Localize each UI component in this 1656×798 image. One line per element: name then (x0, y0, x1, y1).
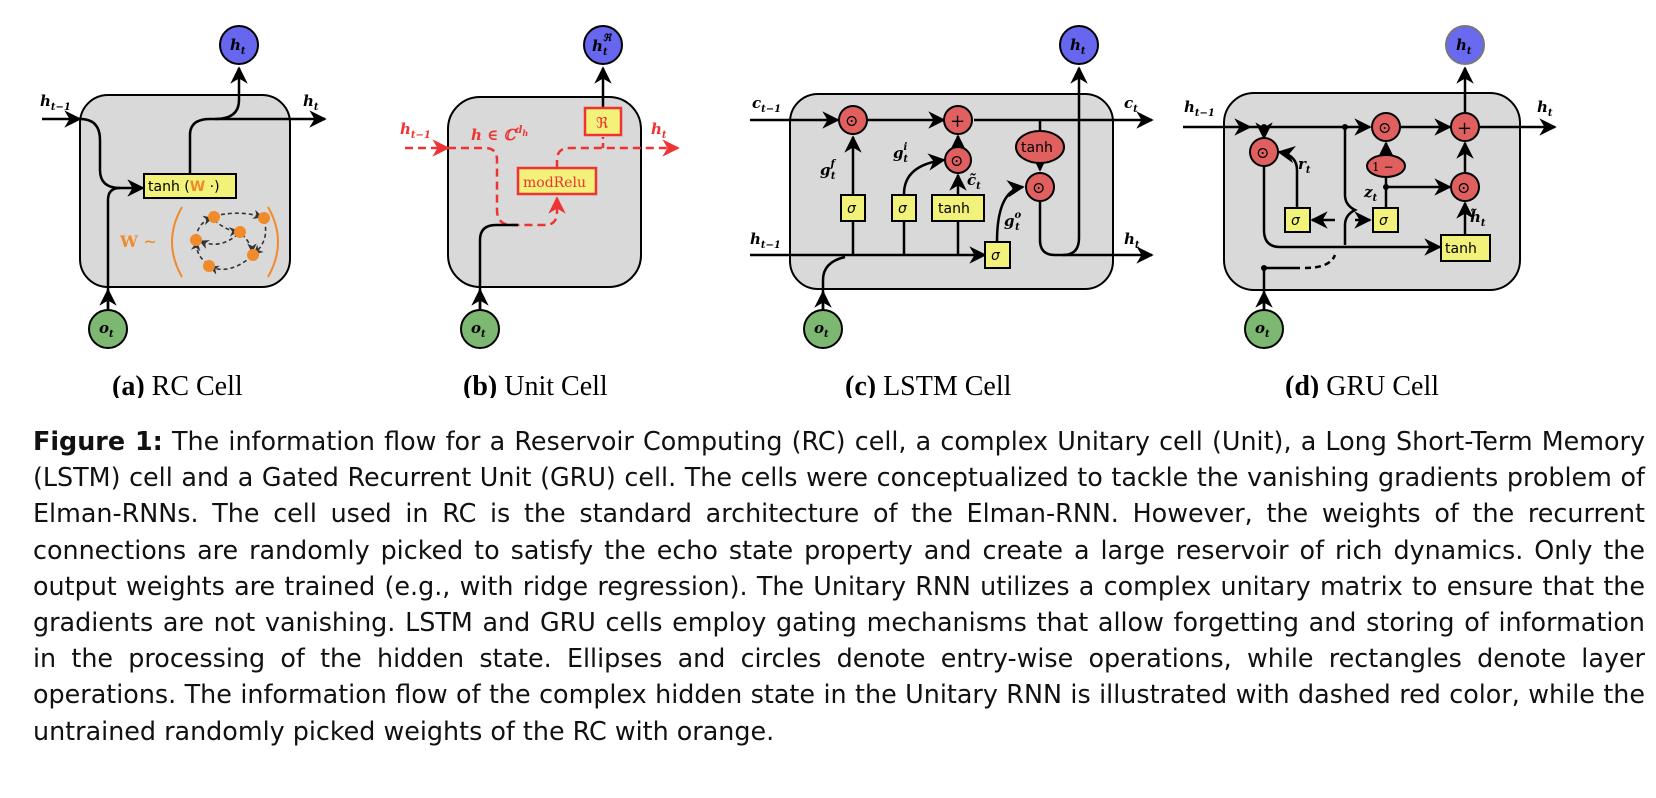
svg-text:ot: ot (1255, 319, 1270, 340)
c-in-label: ct−1 (752, 94, 781, 115)
one-minus-ellipse (1366, 154, 1406, 178)
panel-gru-cell: ⊙ ⊙ + ⊙ 1 − σ σ tanh ht−1 ht rt zt h̃t h… (1183, 25, 1557, 398)
real-part-box (583, 106, 623, 137)
svg-text:ht: ht (230, 36, 246, 57)
svg-text:hℜt: hℜt (592, 33, 613, 58)
svg-text:σ: σ (1291, 213, 1301, 229)
svg-text:σ: σ (1379, 213, 1389, 229)
tanh-ellipse (1015, 130, 1065, 164)
caption-label: Figure 1: (33, 426, 163, 456)
modrelu-box (516, 166, 598, 196)
caption-text: The information flow for a Reservoir Com… (33, 426, 1645, 746)
input-multiply-node (944, 146, 972, 174)
sigma-update-box (1372, 207, 1399, 233)
h-node (219, 25, 259, 65)
tanh-layer-box (143, 173, 237, 199)
candidate-label: h̃t (1470, 208, 1486, 229)
reset-gate-label: rt (1298, 155, 1311, 176)
h-out-label: ht (1537, 98, 1553, 119)
candidate-multiply-node (1450, 172, 1480, 202)
complex-space-label: h ∈ ℂdh (471, 125, 528, 144)
output-multiply-node (1025, 172, 1055, 202)
svg-text:ot: ot (814, 319, 829, 340)
panel-d-caption: (d) GRU Cell (1285, 371, 1439, 398)
panel-b-caption: (b) Unit Cell (463, 371, 608, 398)
reset-multiply-node (1249, 137, 1279, 167)
o-node (460, 309, 500, 349)
svg-text:⊙: ⊙ (1032, 178, 1045, 197)
tanh-candidate-box (1440, 234, 1491, 262)
o-node (1244, 309, 1284, 349)
forget-multiply-node (838, 105, 868, 135)
h-out-label: ht (303, 92, 319, 113)
svg-text:tanh: tanh (1445, 241, 1477, 257)
svg-text:⊙: ⊙ (845, 111, 858, 130)
o-node (803, 309, 843, 349)
figure-diagrams: tanh (W ·) W ∼ ht−1 ht ht ot (a) RC Ce (40, 25, 1557, 398)
h-in-label: ht−1 (750, 230, 781, 251)
update-gate-label: zt (1363, 183, 1378, 204)
svg-text:tanh: tanh (938, 201, 970, 217)
svg-text:σ: σ (898, 201, 908, 217)
svg-text:⊙: ⊙ (1256, 143, 1269, 162)
panel-c-caption: (c) LSTM Cell (845, 371, 1012, 398)
panel-rc-cell: tanh (W ·) W ∼ ht−1 ht ht ot (a) RC Ce (40, 25, 327, 398)
svg-text:⊙: ⊙ (950, 151, 963, 170)
h-out-label: ht (651, 120, 667, 141)
weights-label: W ∼ (119, 232, 157, 251)
svg-text:σ: σ (847, 201, 857, 217)
svg-text:modRelu: modRelu (523, 175, 586, 191)
o-node (88, 309, 128, 349)
svg-text:+: + (1457, 118, 1472, 139)
h-node (1445, 25, 1485, 65)
reservoir-graph (190, 209, 270, 275)
svg-text:⊙: ⊙ (1457, 178, 1470, 197)
h-node (583, 25, 623, 65)
tanh-candidate-box (931, 194, 985, 222)
h-in-label: ht−1 (40, 92, 71, 113)
svg-text:ht: ht (1456, 36, 1472, 57)
sigma-forget-box (840, 194, 866, 222)
sigma-output-box (984, 241, 1011, 269)
panel-lstm-cell: ⊙ + ⊙ ⊙ tanh σ σ tanh σ ct−1 ct ht−1 ht … (750, 25, 1154, 398)
svg-text:tanh: tanh (1021, 140, 1053, 156)
svg-text:σ: σ (991, 248, 1001, 264)
add-node (1450, 112, 1480, 142)
figure-caption: Figure 1: The information flow for a Res… (33, 423, 1645, 749)
h-out-label: ht (1124, 230, 1140, 251)
svg-text:1 −: 1 − (1372, 160, 1394, 174)
sigma-input-box (891, 194, 917, 222)
sigma-reset-box (1284, 207, 1311, 233)
svg-text:tanh (W ·): tanh (W ·) (148, 179, 220, 195)
svg-text:ot: ot (471, 319, 486, 340)
cell-add-node (943, 105, 973, 135)
panel-a-caption: (a) RC Cell (112, 371, 243, 398)
h-node (1059, 25, 1099, 65)
svg-text:⊙: ⊙ (1378, 118, 1391, 137)
h-in-label: ht−1 (1184, 98, 1215, 119)
c-out-label: ct (1124, 94, 1138, 115)
h-in-label: ht−1 (400, 120, 431, 141)
update-multiply-node-top (1371, 112, 1401, 142)
candidate-label: c̃t (967, 171, 981, 192)
svg-text:ht: ht (1070, 36, 1086, 57)
svg-text:ℜ: ℜ (596, 114, 609, 132)
svg-text:+: + (950, 111, 965, 132)
svg-text:ot: ot (99, 319, 114, 340)
